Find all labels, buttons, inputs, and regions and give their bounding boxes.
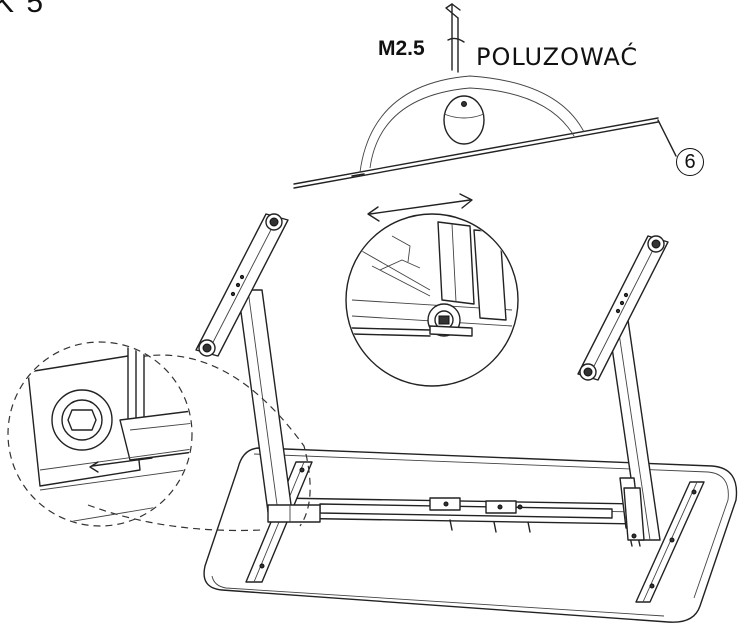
part-number-callout: 6 — [676, 148, 704, 176]
detail-circle-motor — [345, 213, 519, 387]
rotation-indicator — [359, 75, 585, 173]
motor-housing — [623, 487, 645, 541]
right-upper-arm — [577, 235, 669, 381]
part-6-rod — [293, 117, 677, 189]
double-arrow-icon — [367, 193, 473, 222]
action-label: POLUZOWAĆ — [476, 43, 639, 71]
table-top — [203, 447, 738, 623]
hex-key-icon — [445, 3, 465, 73]
detail-circle-bracket — [7, 341, 311, 532]
step-label: K 5 — [0, 0, 46, 19]
left-upper-arm — [195, 213, 289, 357]
right-bottom-bracket — [635, 481, 705, 603]
tool-size-label: M2.5 — [378, 37, 425, 60]
